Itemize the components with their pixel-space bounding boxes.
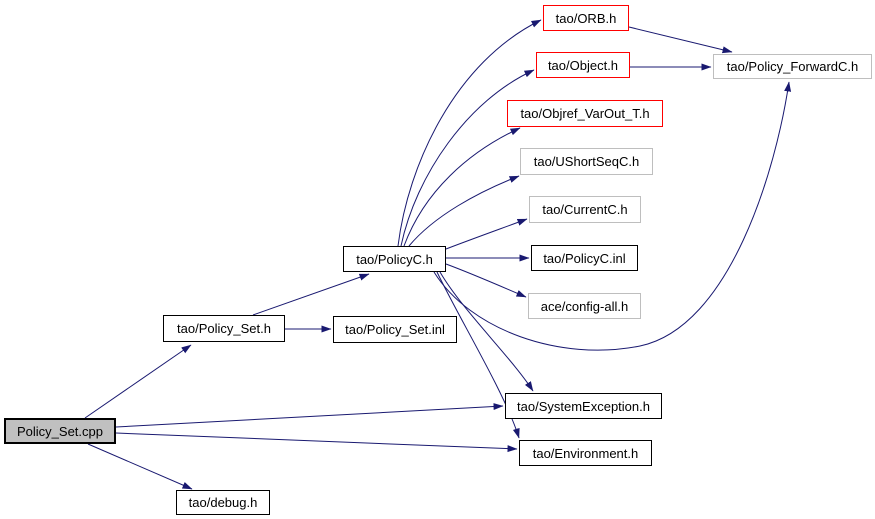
edge-policy_set_cpp-to-systemexception_h (115, 403, 504, 428)
node-policy_set_h[interactable]: tao/Policy_Set.h (163, 315, 285, 342)
node-label: tao/Policy_ForwardC.h (726, 59, 859, 74)
node-policyc_inl[interactable]: tao/PolicyC.inl (531, 245, 638, 271)
edge-policyc_h-to-policy_forwardc_h (433, 81, 792, 351)
node-object_h[interactable]: tao/Object.h (536, 52, 630, 78)
node-currentc_h[interactable]: tao/CurrentC.h (529, 196, 641, 223)
node-label: tao/ORB.h (555, 10, 617, 26)
node-label: tao/Objref_VarOut_T.h (520, 106, 650, 121)
edge-policyc_h-to-objref_varout_t_h (403, 127, 521, 247)
node-label: tao/Environment.h (532, 445, 639, 461)
edge-policyc_h-to-orb_h (397, 19, 542, 247)
edge-policy_set_cpp-to-environment_h (115, 432, 518, 453)
node-label: tao/SystemException.h (517, 398, 650, 414)
node-label: tao/UShortSeqC.h (533, 154, 640, 169)
node-policy_forwardc_h[interactable]: tao/Policy_ForwardC.h (713, 54, 872, 79)
edge-policyc_h-to-ushortseqc_h (408, 175, 520, 247)
node-label: tao/debug.h (188, 495, 258, 510)
node-label: tao/PolicyC.inl (543, 250, 626, 266)
node-policy_set_inl[interactable]: tao/Policy_Set.inl (333, 316, 457, 343)
node-policyc_h[interactable]: tao/PolicyC.h (343, 246, 446, 272)
edge-policyc_h-to-currentc_h (445, 218, 528, 250)
node-label: tao/CurrentC.h (542, 202, 628, 217)
node-label: tao/Policy_Set.h (177, 321, 271, 336)
edge-policyc_h-to-config_all_h (445, 263, 527, 298)
node-orb_h[interactable]: tao/ORB.h (543, 5, 629, 31)
edge-policy_set_cpp-to-debug_h (87, 443, 193, 490)
edge-policyc_h-to-environment_h (436, 271, 520, 439)
edge-orb_h-to-policy_forwardc_h (628, 26, 733, 54)
node-systemexception_h[interactable]: tao/SystemException.h (505, 393, 662, 419)
node-label: tao/Object.h (547, 57, 619, 73)
edge-policyc_h-to-object_h (400, 69, 535, 247)
edge-policy_set_cpp-to-policy_set_h (84, 344, 192, 419)
node-config_all_h[interactable]: ace/config-all.h (528, 293, 641, 319)
node-label: Policy_Set.cpp (17, 423, 103, 439)
node-label: tao/PolicyC.h (356, 251, 433, 267)
edge-policy_set_h-to-policyc_h (252, 273, 370, 316)
node-label: ace/config-all.h (540, 298, 629, 314)
node-label: tao/Policy_Set.inl (345, 322, 445, 337)
node-environment_h[interactable]: tao/Environment.h (519, 440, 652, 466)
node-debug_h[interactable]: tao/debug.h (176, 490, 270, 515)
edge-policyc_h-to-systemexception_h (439, 271, 534, 392)
node-policy_set_cpp[interactable]: Policy_Set.cpp (4, 418, 116, 444)
node-objref_varout_t_h[interactable]: tao/Objref_VarOut_T.h (507, 100, 663, 127)
node-ushortseqc_h[interactable]: tao/UShortSeqC.h (520, 148, 653, 175)
